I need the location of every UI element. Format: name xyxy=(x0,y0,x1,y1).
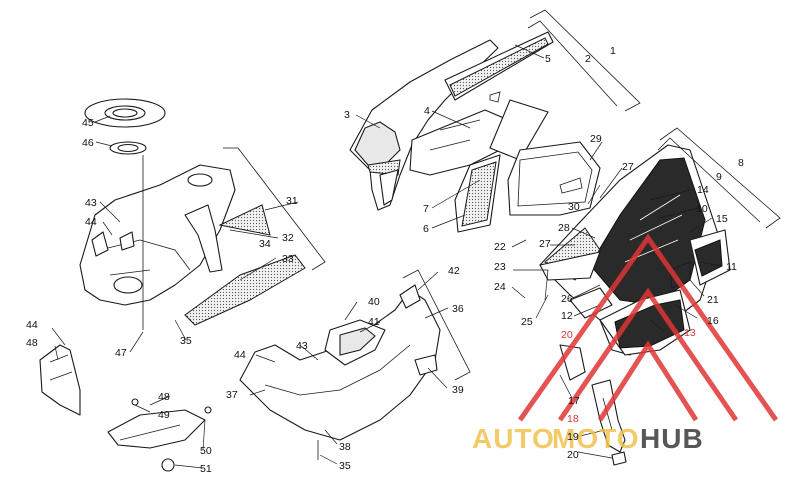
callout-19: 19 xyxy=(567,431,579,443)
callout-35b: 35 xyxy=(339,460,351,472)
callout-49: 49 xyxy=(158,409,170,421)
callout-46: 46 xyxy=(82,137,94,149)
watermark-text-auto: AUTO xyxy=(472,423,555,454)
callout-21: 21 xyxy=(707,294,719,306)
callout-11: 11 xyxy=(726,261,737,273)
callout-4: 4 xyxy=(424,105,430,117)
watermark-text-moto: MOTO xyxy=(552,423,639,454)
callout-38: 38 xyxy=(339,441,351,453)
callout-48a: 48 xyxy=(26,337,38,349)
callout-20a: 20 xyxy=(561,329,573,341)
callout-10: 10 xyxy=(696,203,708,215)
callout-15: 15 xyxy=(716,213,728,225)
callout-17: 17 xyxy=(568,395,580,407)
right-side-panel xyxy=(539,144,731,356)
watermark-logo-core xyxy=(597,340,699,422)
callout-31: 31 xyxy=(286,195,298,207)
callout-40: 40 xyxy=(368,296,380,308)
callout-20b: 20 xyxy=(567,449,579,461)
left-belly-pan xyxy=(79,98,306,330)
callout-39: 39 xyxy=(452,384,464,396)
center-skid-plate xyxy=(239,284,441,460)
callout-44a: 44 xyxy=(85,216,97,228)
callout-12: 12 xyxy=(561,310,573,322)
callout-26: 26 xyxy=(561,293,573,305)
callout-16: 16 xyxy=(707,315,719,327)
callout-28: 28 xyxy=(558,222,570,234)
callout-25: 25 xyxy=(521,316,533,328)
callout-47: 47 xyxy=(115,347,127,359)
watermark-logo-outer xyxy=(517,233,779,422)
callout-43a: 43 xyxy=(85,197,97,209)
callout-51: 51 xyxy=(200,463,212,475)
callout-34: 34 xyxy=(259,238,271,250)
watermark-text-hub: HUB xyxy=(640,423,704,454)
callout-36: 36 xyxy=(452,303,464,315)
callout-44c: 44 xyxy=(234,349,246,361)
callout-13: 13 xyxy=(684,327,696,339)
callout-3: 3 xyxy=(344,109,350,121)
callout-32: 32 xyxy=(282,232,294,244)
callout-37: 37 xyxy=(226,389,238,401)
leader-lines xyxy=(51,44,723,469)
callout-8: 8 xyxy=(738,157,744,169)
callout-48b: 48 xyxy=(158,391,170,403)
callout-44b: 44 xyxy=(26,319,38,331)
callout-30: 30 xyxy=(568,201,580,213)
callout-18: 18 xyxy=(567,413,579,425)
callout-5: 5 xyxy=(545,53,551,65)
hood-assembly xyxy=(349,31,601,233)
callout-50: 50 xyxy=(200,445,212,457)
callout-9: 9 xyxy=(716,171,722,183)
callout-43b: 43 xyxy=(296,340,308,352)
callout-27b: 27 xyxy=(539,238,551,250)
callout-33: 33 xyxy=(282,253,294,265)
callout-2: 2 xyxy=(585,53,591,65)
callout-6: 6 xyxy=(423,223,429,235)
callout-41: 41 xyxy=(368,316,380,328)
brackets xyxy=(223,9,781,381)
small-parts xyxy=(39,344,212,472)
callout-22: 22 xyxy=(494,241,506,253)
callout-14: 14 xyxy=(697,184,709,196)
callout-23: 23 xyxy=(494,261,506,273)
callout-45: 45 xyxy=(82,117,94,129)
watermark-logo-inner xyxy=(557,287,739,422)
callout-1: 1 xyxy=(610,45,616,57)
callout-42: 42 xyxy=(448,265,460,277)
callout-7: 7 xyxy=(423,203,429,215)
callout-35a: 35 xyxy=(180,335,192,347)
callouts: 1 2 3 4 5 6 7 8 9 10 11 12 13 14 15 16 1… xyxy=(26,45,744,475)
watermark: AUTO MOTO HUB xyxy=(472,233,779,454)
callout-27a: 27 xyxy=(622,161,634,173)
callout-29: 29 xyxy=(590,133,602,145)
callout-24: 24 xyxy=(494,281,506,293)
